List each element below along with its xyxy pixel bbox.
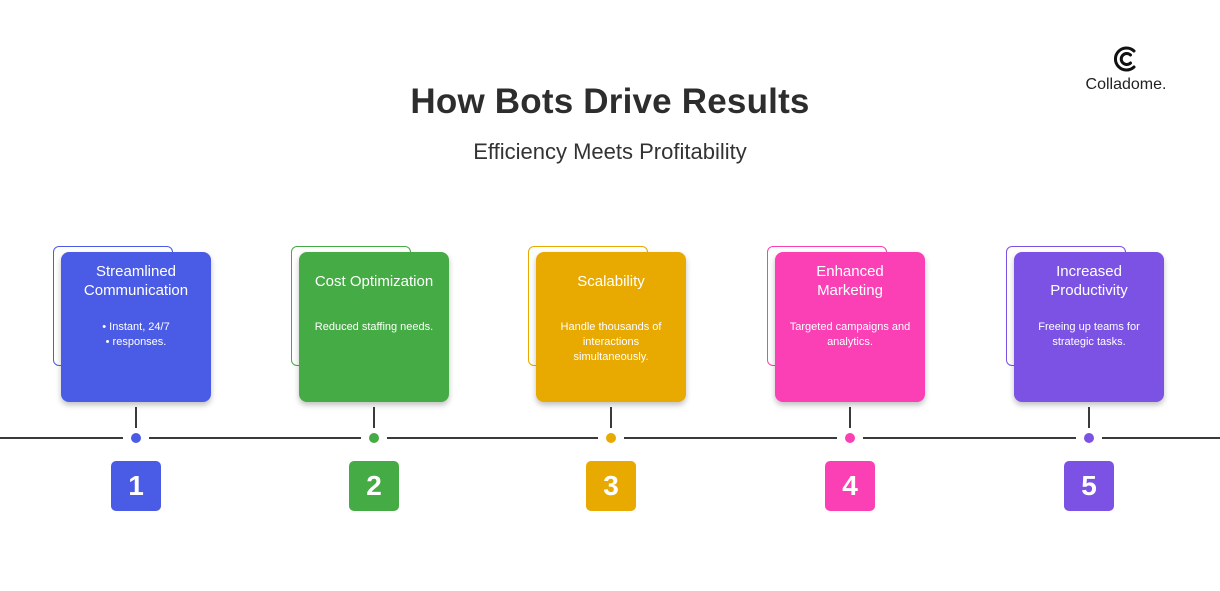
step-number-badge: 3 bbox=[586, 461, 636, 511]
step-4: Enhanced Marketing Targeted campaigns an… bbox=[767, 0, 925, 591]
step-title: Increased Productivity bbox=[1050, 263, 1128, 299]
step-2: Cost Optimization Reduced staffing needs… bbox=[291, 0, 449, 591]
step-title: Enhanced Marketing bbox=[816, 263, 884, 299]
step-description: • Instant, 24/7 • responses. bbox=[102, 321, 170, 348]
step-5: Increased Productivity Freeing up teams … bbox=[1006, 0, 1164, 591]
timeline-dot bbox=[606, 433, 616, 443]
step-number-badge: 1 bbox=[111, 461, 161, 511]
connector-stem bbox=[1088, 407, 1090, 428]
page-subtitle: Efficiency Meets Profitability bbox=[473, 139, 747, 164]
timeline-dot bbox=[131, 433, 141, 443]
step-card: Enhanced Marketing Targeted campaigns an… bbox=[775, 252, 925, 402]
step-number-badge: 5 bbox=[1064, 461, 1114, 511]
step-card: Scalability Handle thousands of interact… bbox=[536, 252, 686, 402]
brand-logo: Colladome. bbox=[1074, 44, 1178, 94]
connector-stem bbox=[135, 407, 137, 428]
step-number-badge: 2 bbox=[349, 461, 399, 511]
step-3: Scalability Handle thousands of interact… bbox=[528, 0, 686, 591]
timeline-dot bbox=[1084, 433, 1094, 443]
timeline-dot bbox=[369, 433, 379, 443]
step-title: Cost Optimization bbox=[314, 272, 434, 290]
colladome-logo-icon bbox=[1114, 46, 1136, 72]
step-description: Reduced staffing needs. bbox=[314, 321, 434, 333]
connector-stem bbox=[373, 407, 375, 428]
connector-stem bbox=[610, 407, 612, 428]
timeline-dot bbox=[845, 433, 855, 443]
connector-stem bbox=[849, 407, 851, 428]
step-description: Handle thousands of interactions simulta… bbox=[560, 321, 662, 363]
step-card: Cost Optimization Reduced staffing needs… bbox=[299, 252, 449, 402]
step-card: Increased Productivity Freeing up teams … bbox=[1014, 252, 1164, 402]
step-description: Freeing up teams for strategic tasks. bbox=[1038, 321, 1140, 348]
step-1: Streamlined Communication • Instant, 24/… bbox=[53, 0, 211, 591]
step-title: Streamlined Communication bbox=[83, 263, 189, 299]
step-title: Scalability bbox=[577, 272, 645, 290]
step-card: Streamlined Communication • Instant, 24/… bbox=[61, 252, 211, 402]
page-title: How Bots Drive Results bbox=[410, 82, 810, 121]
step-description: Targeted campaigns and analytics. bbox=[789, 321, 911, 348]
logo-text: Colladome. bbox=[1085, 76, 1167, 93]
step-number-badge: 4 bbox=[825, 461, 875, 511]
